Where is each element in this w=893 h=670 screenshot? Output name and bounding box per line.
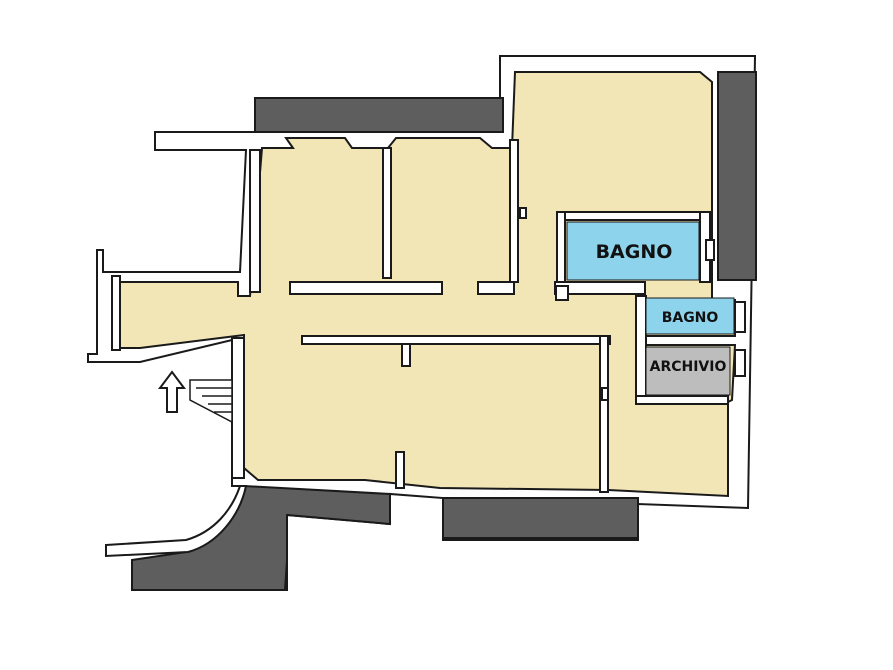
stairs-icon: [189, 379, 233, 424]
internal-walls: [111, 139, 729, 493]
archivio-room: [645, 346, 731, 396]
bagno-small-label: BAGNO: [662, 310, 719, 326]
external-walls: [131, 71, 757, 591]
door-jambs: [519, 207, 746, 401]
bagno-small-room: [645, 297, 735, 335]
bagno-large-label: BAGNO: [596, 241, 673, 263]
balcony: [105, 485, 248, 558]
up-arrow-icon: [158, 370, 186, 413]
bagno-large-room: [566, 221, 700, 281]
archivio-label: ARCHIVIO: [650, 359, 727, 375]
